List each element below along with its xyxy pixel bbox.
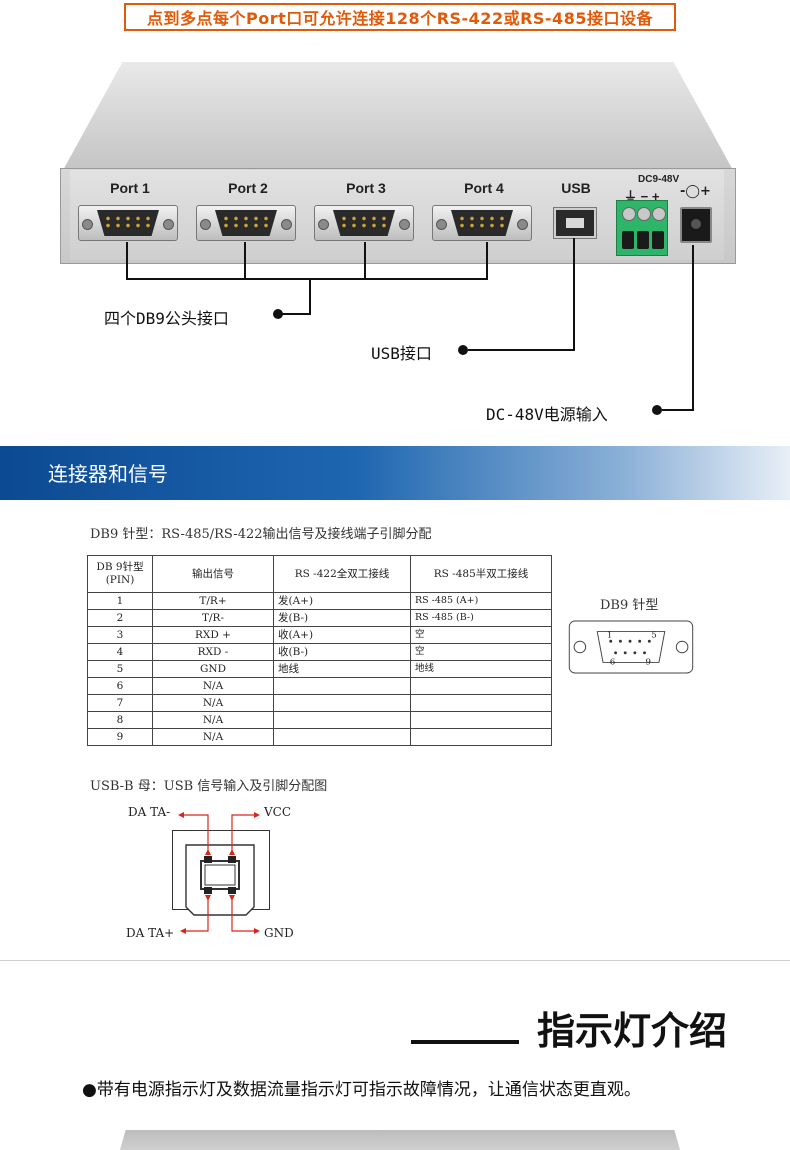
- usb-caption: USB-B 母：USB 信号输入及引脚分配图: [90, 779, 328, 794]
- db9-pinout-diagram: 1 5 6 9: [568, 620, 694, 674]
- cell-rs422: 发(A+): [273, 592, 411, 610]
- cell-signal: N/A: [152, 728, 274, 746]
- dc-callout-dot: [652, 405, 662, 415]
- cell-signal: T/R-: [152, 609, 274, 627]
- device-photo-partial: [120, 1130, 680, 1150]
- cell-rs485: RS -485 (A+): [410, 592, 552, 610]
- cell-signal: RXD +: [152, 626, 274, 644]
- cell-signal: RXD -: [152, 643, 274, 661]
- dc-power-jack: [680, 207, 712, 243]
- cell-pin: 4: [87, 643, 153, 661]
- usb-label-data-plus: DA TA+: [126, 926, 175, 940]
- db9-connector-3: [314, 205, 414, 241]
- port-label-1: Port 1: [110, 180, 150, 196]
- pin-label-1: 1: [607, 630, 613, 640]
- cell-rs422: [273, 728, 411, 746]
- power-terminal-block: [616, 200, 668, 256]
- cell-rs485: [410, 711, 552, 729]
- cell-signal: T/R+: [152, 592, 274, 610]
- callout-lines: [126, 238, 694, 411]
- usb-label-vcc: VCC: [264, 805, 292, 819]
- table-header-row: DB 9针型 (PIN) 输出信号 RS -422全双工接线 RS -485半双…: [87, 555, 552, 593]
- cell-rs422: 收(B-): [273, 643, 411, 661]
- usb-callout-dot: [458, 345, 468, 355]
- usb-label-gnd: GND: [264, 926, 294, 940]
- indicator-title: 指示灯介绍: [537, 1009, 728, 1053]
- cell-rs485: [410, 677, 552, 695]
- db9-callout-dot: [273, 309, 283, 319]
- section-header-bar: [0, 446, 790, 500]
- cell-pin: 7: [87, 694, 153, 712]
- cell-rs485: 空: [410, 643, 552, 661]
- port-label-2: Port 2: [228, 180, 268, 196]
- cell-signal: N/A: [152, 677, 274, 695]
- pin-label-6: 6: [610, 657, 616, 667]
- device-top-cover: [62, 62, 734, 172]
- cell-rs485: [410, 728, 552, 746]
- usb-b-port: [554, 208, 596, 238]
- usb-label-data-minus: DA TA-: [128, 805, 171, 819]
- cell-pin: 5: [87, 660, 153, 678]
- db9-connector-2: [196, 205, 296, 241]
- cell-rs422: 发(B-): [273, 609, 411, 627]
- feature-banner: 点到多点每个Port口可允许连接128个RS-422或RS-485接口设备: [124, 3, 676, 31]
- usb-b-pinout-diagram: [178, 812, 260, 934]
- cell-signal: N/A: [152, 694, 274, 712]
- dc-polarity-icon: -◯+: [680, 184, 711, 199]
- cell-rs422: [273, 694, 411, 712]
- cell-rs422: [273, 677, 411, 695]
- db9-connector-4: [432, 205, 532, 241]
- dc-voltage-label: DC9-48V: [638, 174, 680, 185]
- title-rule: [411, 1040, 519, 1044]
- port-label-4: Port 4: [464, 180, 504, 196]
- cell-signal: N/A: [152, 711, 274, 729]
- header-output-signal: 输出信号: [152, 555, 274, 593]
- header-rs485: RS -485半双工接线: [410, 555, 552, 593]
- cell-rs485: 空: [410, 626, 552, 644]
- pin-label-9: 9: [645, 657, 651, 667]
- indicator-description: ●带有电源指示灯及数据流量指示灯可指示故障情况，让通信状态更直观。: [82, 1080, 641, 1100]
- cell-signal: GND: [152, 660, 274, 678]
- port-label-3: Port 3: [346, 180, 386, 196]
- cell-pin: 2: [87, 609, 153, 627]
- pin-assignment-table: DB 9针型 (PIN) 输出信号 RS -422全双工接线 RS -485半双…: [87, 555, 552, 746]
- db9-connector-1: [78, 205, 178, 241]
- usb-port-label: USB: [561, 180, 591, 196]
- dc-callout-label: DC-48V电源输入: [486, 405, 608, 424]
- db9-callout-label: 四个DB9公头接口: [104, 309, 229, 328]
- db9-diagram-label: DB9 针型: [600, 598, 659, 613]
- cell-pin: 3: [87, 626, 153, 644]
- cell-pin: 6: [87, 677, 153, 695]
- cell-rs422: 地线: [273, 660, 411, 678]
- section-title: 连接器和信号: [48, 462, 168, 486]
- header-rs422: RS -422全双工接线: [273, 555, 411, 593]
- header-pin: DB 9针型 (PIN): [87, 555, 153, 593]
- cell-rs422: 收(A+): [273, 626, 411, 644]
- cell-rs485: 地线: [410, 660, 552, 678]
- cell-rs485: RS -485 (B-): [410, 609, 552, 627]
- cell-pin: 8: [87, 711, 153, 729]
- db9-table-caption: DB9 针型：RS-485/RS-422输出信号及接线端子引脚分配: [90, 527, 432, 542]
- pin-label-5: 5: [651, 630, 657, 640]
- usb-callout-label: USB接口: [371, 344, 432, 363]
- cell-rs485: [410, 694, 552, 712]
- section-divider: [0, 960, 790, 961]
- cell-rs422: [273, 711, 411, 729]
- cell-pin: 1: [87, 592, 153, 610]
- cell-pin: 9: [87, 728, 153, 746]
